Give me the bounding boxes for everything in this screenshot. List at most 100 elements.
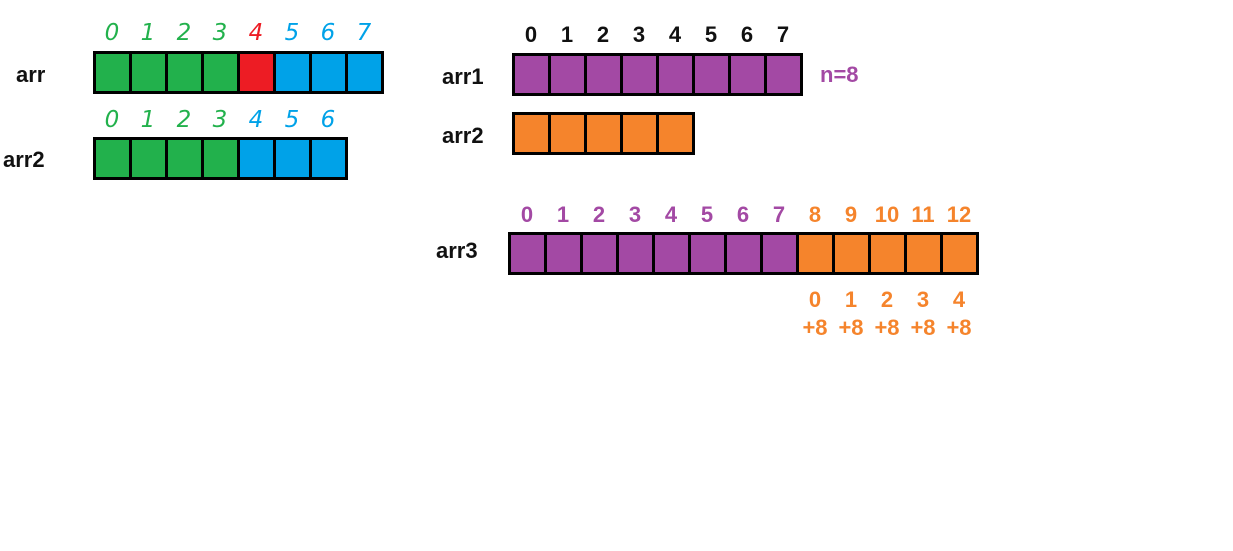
arr2-left-array	[93, 137, 348, 180]
arr3-cell	[547, 235, 583, 272]
arr3-index-label: 1	[556, 202, 570, 227]
arr2-left-cell	[312, 140, 345, 177]
arr2-right-label: arr2	[442, 123, 484, 148]
arr1-index-label: 7	[776, 22, 790, 47]
offset-plus: +8	[910, 315, 936, 340]
arr1-cell	[551, 56, 587, 93]
arr-index-label: 6	[320, 20, 336, 46]
arr-cell	[168, 54, 204, 91]
arr2-left-index-label: 5	[284, 107, 300, 133]
offset-index: 4	[952, 287, 966, 312]
arr2-left-label: arr2	[3, 147, 45, 172]
arr-cell	[276, 54, 312, 91]
arr3-cell	[727, 235, 763, 272]
arr1-cell	[659, 56, 695, 93]
arr3-offset-label: 0+8	[802, 286, 827, 342]
arr3-cell	[691, 235, 727, 272]
arr3-offset-label: 3+8	[910, 286, 935, 342]
arr2-left-cell	[132, 140, 168, 177]
arr3-cell	[907, 235, 943, 272]
arr2-right-cell	[551, 115, 587, 152]
arr1-label: arr1	[442, 64, 484, 89]
arr-cell	[348, 54, 381, 91]
arr3-index-label: 6	[736, 202, 750, 227]
arr3-index-label: 2	[592, 202, 606, 227]
arr-index-label: 7	[356, 20, 372, 46]
offset-index: 1	[844, 287, 858, 312]
arr1-cell	[515, 56, 551, 93]
arr2-left-index-label: 3	[212, 107, 228, 133]
arr2-right-cell	[515, 115, 551, 152]
arr-label: arr	[16, 62, 46, 87]
arr1-cell	[587, 56, 623, 93]
arr2-left-index-label: 0	[104, 107, 120, 133]
n-equals-note: n=8	[820, 62, 859, 87]
arr3-index-label: 11	[911, 202, 935, 227]
arr2-left-index-label: 4	[248, 107, 264, 133]
arr3-index-label: 10	[874, 202, 900, 227]
arr3-cell	[763, 235, 799, 272]
arr-index-label: 2	[176, 20, 192, 46]
arr1-cell	[767, 56, 800, 93]
offset-plus: +8	[946, 315, 972, 340]
arr1-index-label: 6	[740, 22, 754, 47]
offset-index: 0	[808, 287, 822, 312]
arr3-array	[508, 232, 979, 275]
arr2-right-cell	[623, 115, 659, 152]
arr-cell	[96, 54, 132, 91]
arr3-index-label: 4	[664, 202, 678, 227]
arr1-cell	[623, 56, 659, 93]
arr-index-label: 1	[140, 20, 156, 46]
arr1-cell	[731, 56, 767, 93]
arr1-index-label: 1	[560, 22, 574, 47]
arr3-cell	[655, 235, 691, 272]
arr-index-label: 0	[104, 20, 120, 46]
offset-plus: +8	[874, 315, 900, 340]
arr1-index-label: 5	[704, 22, 718, 47]
arr1-cell	[695, 56, 731, 93]
arr2-left-cell	[168, 140, 204, 177]
arr-index-label: 3	[212, 20, 228, 46]
arr3-index-label: 9	[844, 202, 858, 227]
arr2-right-cell	[587, 115, 623, 152]
arr3-cell	[799, 235, 835, 272]
arr-index-label: 5	[284, 20, 300, 46]
arr3-cell	[943, 235, 976, 272]
arr3-offset-label: 4+8	[946, 286, 971, 342]
arr2-left-index-label: 6	[320, 107, 336, 133]
arr2-left-cell	[276, 140, 312, 177]
arr3-index-label: 8	[808, 202, 822, 227]
arr-array	[93, 51, 384, 94]
offset-plus: +8	[802, 315, 828, 340]
arr1-index-label: 3	[632, 22, 646, 47]
arr3-index-label: 3	[628, 202, 642, 227]
arr3-index-label: 0	[520, 202, 534, 227]
arr-cell	[204, 54, 240, 91]
arr2-left-cell	[204, 140, 240, 177]
arr2-right-cell	[659, 115, 692, 152]
arr3-index-label: 12	[946, 202, 972, 227]
offset-index: 3	[916, 287, 930, 312]
arr3-cell	[511, 235, 547, 272]
arr1-index-label: 0	[524, 22, 538, 47]
arr1-index-label: 4	[668, 22, 682, 47]
offset-plus: +8	[838, 315, 864, 340]
arr3-label: arr3	[436, 238, 478, 263]
offset-index: 2	[880, 287, 894, 312]
arr2-right-array	[512, 112, 695, 155]
arr-cell	[312, 54, 348, 91]
arr3-cell	[619, 235, 655, 272]
arr3-cell	[871, 235, 907, 272]
arr3-cell	[835, 235, 871, 272]
arr3-offset-label: 2+8	[874, 286, 899, 342]
arr3-offset-label: 1+8	[838, 286, 863, 342]
arr3-index-label: 7	[772, 202, 786, 227]
arr3-cell	[583, 235, 619, 272]
arr-index-label: 4	[248, 20, 264, 46]
arr3-index-label: 5	[700, 202, 714, 227]
arr-cell	[132, 54, 168, 91]
arr-cell	[240, 54, 276, 91]
arr1-index-label: 2	[596, 22, 610, 47]
arr2-left-cell	[240, 140, 276, 177]
